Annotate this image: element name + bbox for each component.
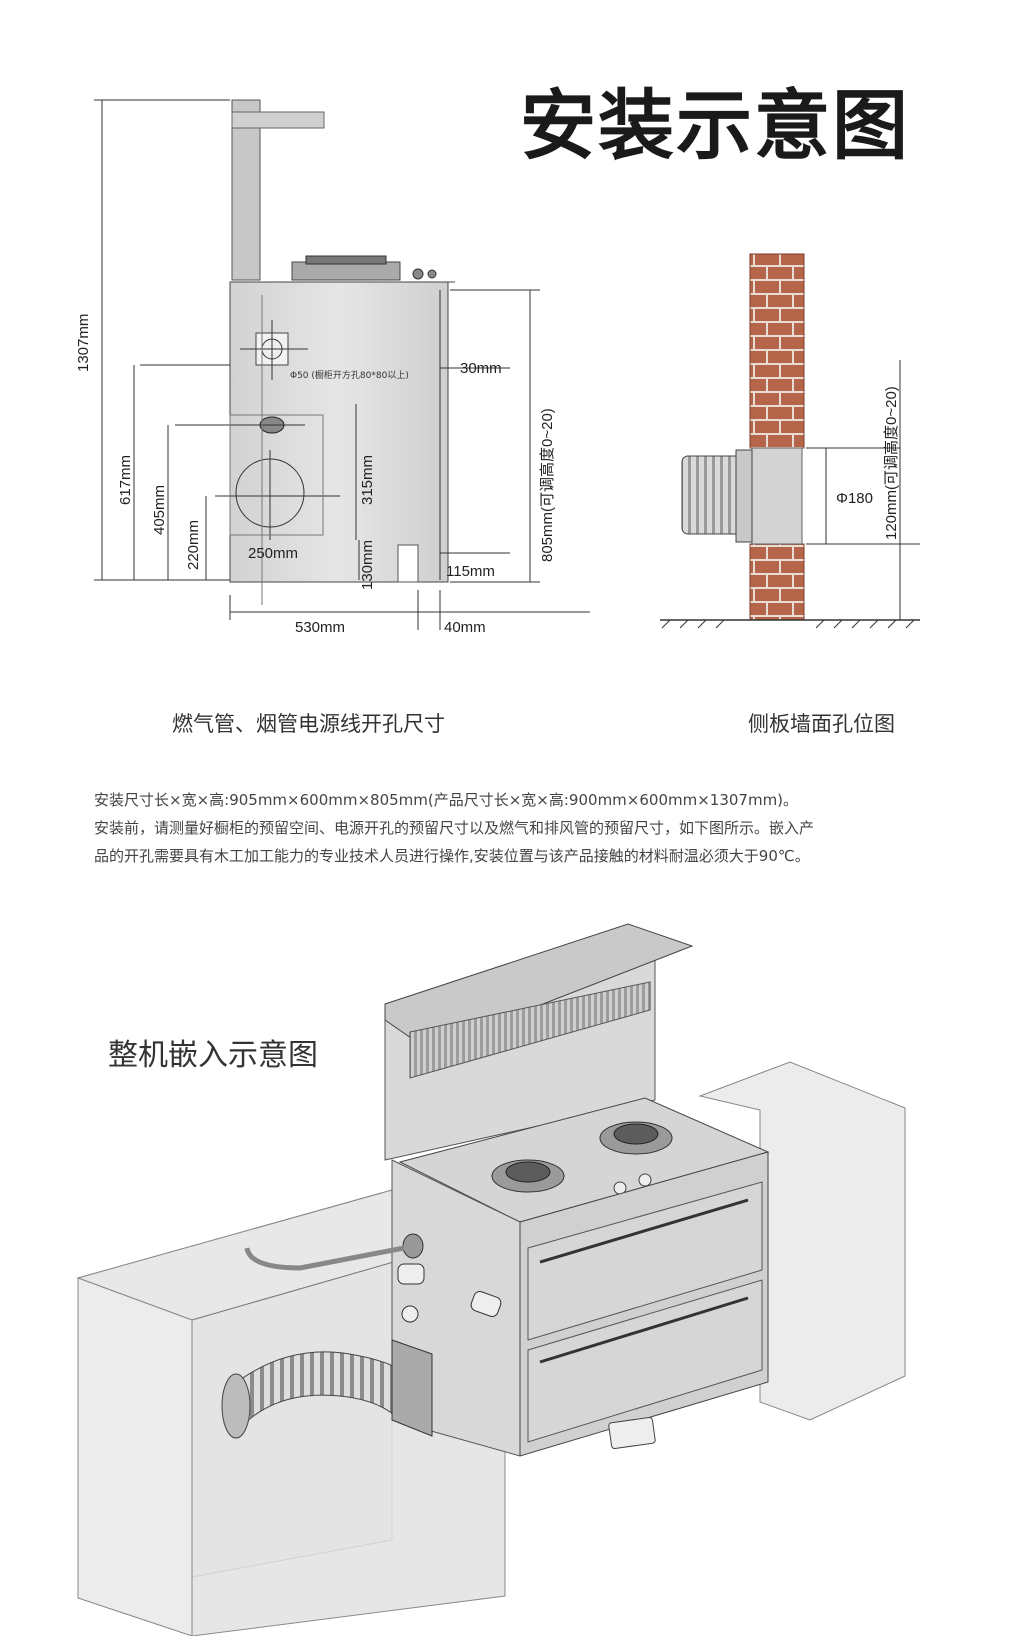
dim-total-height: 1307mm bbox=[75, 314, 92, 372]
side-wall-diagram bbox=[660, 253, 920, 629]
embed-3d-diagram bbox=[76, 923, 906, 1636]
brick-wall-bottom bbox=[749, 543, 805, 621]
embed-diagram-caption: 整机嵌入示意图 bbox=[108, 1038, 318, 1073]
brick-wall-top bbox=[749, 253, 805, 449]
drawer-lower bbox=[527, 1279, 763, 1443]
hood-vent bbox=[409, 981, 651, 1079]
dim-40: 40mm bbox=[444, 619, 486, 636]
install-description: 安装尺寸长×宽×高:905mm×600mm×805mm(产品尺寸长×宽×高:90… bbox=[94, 786, 914, 870]
control-knob-panel bbox=[608, 1416, 656, 1450]
dim-617: 617mm bbox=[117, 455, 134, 505]
front-diagram-caption: 燃气管、烟管电源线开孔尺寸 bbox=[172, 712, 445, 736]
description-line: 品的开孔需要具有木工加工能力的专业技术人员进行操作,安装位置与该产品接触的材料耐… bbox=[94, 847, 810, 865]
dim-805: 805mm(可调高度0~20) bbox=[539, 408, 556, 562]
chimney-elbow bbox=[231, 111, 325, 129]
burner-left bbox=[491, 1159, 565, 1193]
cabinet-body bbox=[229, 281, 449, 583]
dim-220: 220mm bbox=[185, 520, 202, 570]
dim-diameter-180: Φ180 bbox=[836, 490, 873, 507]
dim-115: 115mm bbox=[446, 563, 495, 580]
burner-right bbox=[599, 1121, 673, 1155]
gas-pipe bbox=[244, 1245, 405, 1271]
wall-hole bbox=[751, 447, 803, 545]
description-line: 安装尺寸长×宽×高:905mm×600mm×805mm(产品尺寸长×宽×高:90… bbox=[94, 791, 799, 809]
dim-405: 405mm bbox=[151, 485, 168, 535]
front-dimension-diagram bbox=[94, 99, 590, 630]
dim-315: 315mm bbox=[359, 455, 376, 505]
drawer-upper bbox=[527, 1181, 763, 1341]
chimney-pipe bbox=[231, 99, 261, 281]
side-diagram-caption: 侧板墙面孔位图 bbox=[748, 712, 895, 736]
dim-130: 130mm bbox=[359, 540, 376, 590]
dim-250: 250mm bbox=[248, 545, 298, 562]
dim-30: 30mm bbox=[460, 360, 502, 377]
dim-120: 120mm(可调高度0~20) bbox=[883, 386, 900, 540]
dim-hole-note: Φ50 (橱柜开方孔80*80以上) bbox=[290, 369, 409, 381]
description-line: 安装前，请测量好橱柜的预留空间、电源开孔的预留尺寸以及燃气和排风管的预留尺寸，如… bbox=[94, 819, 815, 837]
page-title: 安装示意图 bbox=[520, 81, 910, 170]
burner-top bbox=[291, 255, 437, 281]
dim-530: 530mm bbox=[295, 619, 345, 636]
